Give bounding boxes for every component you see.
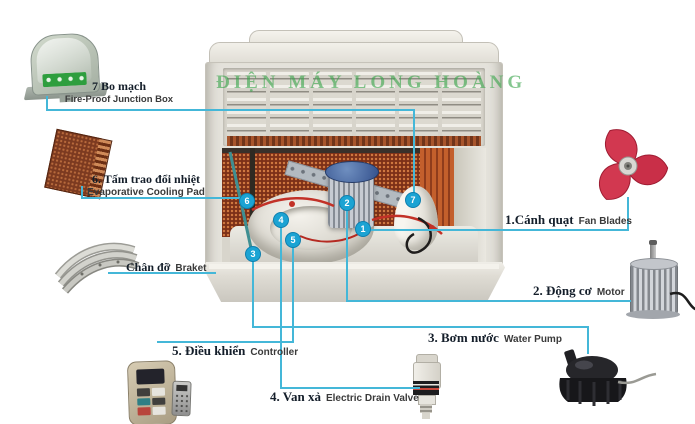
marker-1: 1: [355, 221, 371, 237]
label-controller: 5. Điều khiển Controller: [172, 343, 298, 359]
connector-line: [157, 341, 294, 343]
label-cooling-pad-vi: 6. Tấm trao đổi nhiệt: [91, 172, 201, 186]
label-junction-box-vi: 7 Bo mạch: [92, 79, 146, 93]
bracket-image: [54, 242, 140, 294]
remote-control-image: [171, 380, 192, 417]
connector-line: [280, 387, 420, 389]
label-motor-vi: 2. Động cơ: [533, 283, 592, 298]
controller-screen: [136, 368, 165, 385]
marker-7: 7: [405, 192, 421, 208]
connector-line: [627, 197, 629, 231]
label-controller-en: Controller: [250, 347, 299, 358]
interior-pad-frame: [250, 148, 255, 230]
label-motor-en: Motor: [596, 287, 625, 298]
connector-line: [46, 96, 48, 110]
connector-line: [366, 229, 629, 231]
louver-grille: [227, 72, 481, 136]
connector-line: [81, 197, 242, 199]
label-junction-box: 7 Bo mạch Fire-Proof Junction Box: [60, 79, 178, 105]
water-pump-image: [559, 349, 657, 406]
marker-3: 3: [245, 246, 261, 262]
connector-line: [46, 109, 415, 111]
connector-line: [413, 109, 415, 195]
interior-motor-cap: [325, 161, 379, 183]
label-fan-blades-vi: 1.Cánh quạt: [505, 212, 574, 227]
label-fan-blades: 1.Cánh quạt Fan Blades: [505, 212, 632, 228]
cooling-pad-strip: [227, 136, 481, 146]
cooler-unit: [203, 30, 505, 302]
connector-line: [81, 186, 83, 199]
label-junction-box-en: Fire-Proof Junction Box: [64, 94, 174, 105]
label-cooling-pad: 6. Tấm trao đổi nhiệt Evaporative Coolin…: [78, 172, 214, 198]
label-bracket-en: Braket: [175, 263, 207, 274]
watermark-text: ĐIỆN MÁY LONG HOÀNG: [216, 72, 527, 93]
connector-line: [252, 259, 254, 328]
label-motor: 2. Động cơ Motor: [533, 283, 625, 299]
label-water-pump-vi: 3. Bơm nước: [428, 330, 499, 345]
connector-line: [292, 245, 294, 343]
marker-6: 6: [239, 193, 255, 209]
controller-image: [126, 360, 178, 424]
motor-wire: [669, 291, 695, 311]
label-drain-valve: 4. Van xả Electric Drain Valve: [270, 389, 419, 405]
label-fan-blades-en: Fan Blades: [578, 216, 632, 227]
fan-blades-image: [598, 129, 669, 200]
cooler-interior: [222, 148, 486, 262]
motor-image: [626, 240, 695, 322]
label-bracket-vi: Chân đỡ: [126, 260, 171, 274]
label-controller-vi: 5. Điều khiển: [172, 343, 246, 358]
marker-4: 4: [273, 212, 289, 228]
controller-buttons: [136, 387, 166, 416]
connector-line: [346, 208, 348, 302]
connector-line: [346, 300, 631, 302]
label-water-pump: 3. Bơm nước Water Pump: [428, 330, 562, 346]
connector-line: [108, 272, 216, 274]
label-cooling-pad-en: Evaporative Cooling Pad: [87, 187, 205, 198]
label-drain-valve-en: Electric Drain Valve: [325, 393, 419, 404]
marker-2: 2: [339, 195, 355, 211]
label-water-pump-en: Water Pump: [503, 334, 562, 345]
connector-line: [587, 326, 589, 354]
louver-grille-frame: [223, 68, 485, 146]
connector-line: [252, 326, 589, 328]
label-bracket: Chân đỡ Braket: [126, 260, 206, 275]
label-drain-valve-vi: 4. Van xả: [270, 389, 321, 404]
marker-5: 5: [285, 232, 301, 248]
drain-valve-image: [406, 354, 446, 422]
connector-line: [280, 225, 282, 389]
